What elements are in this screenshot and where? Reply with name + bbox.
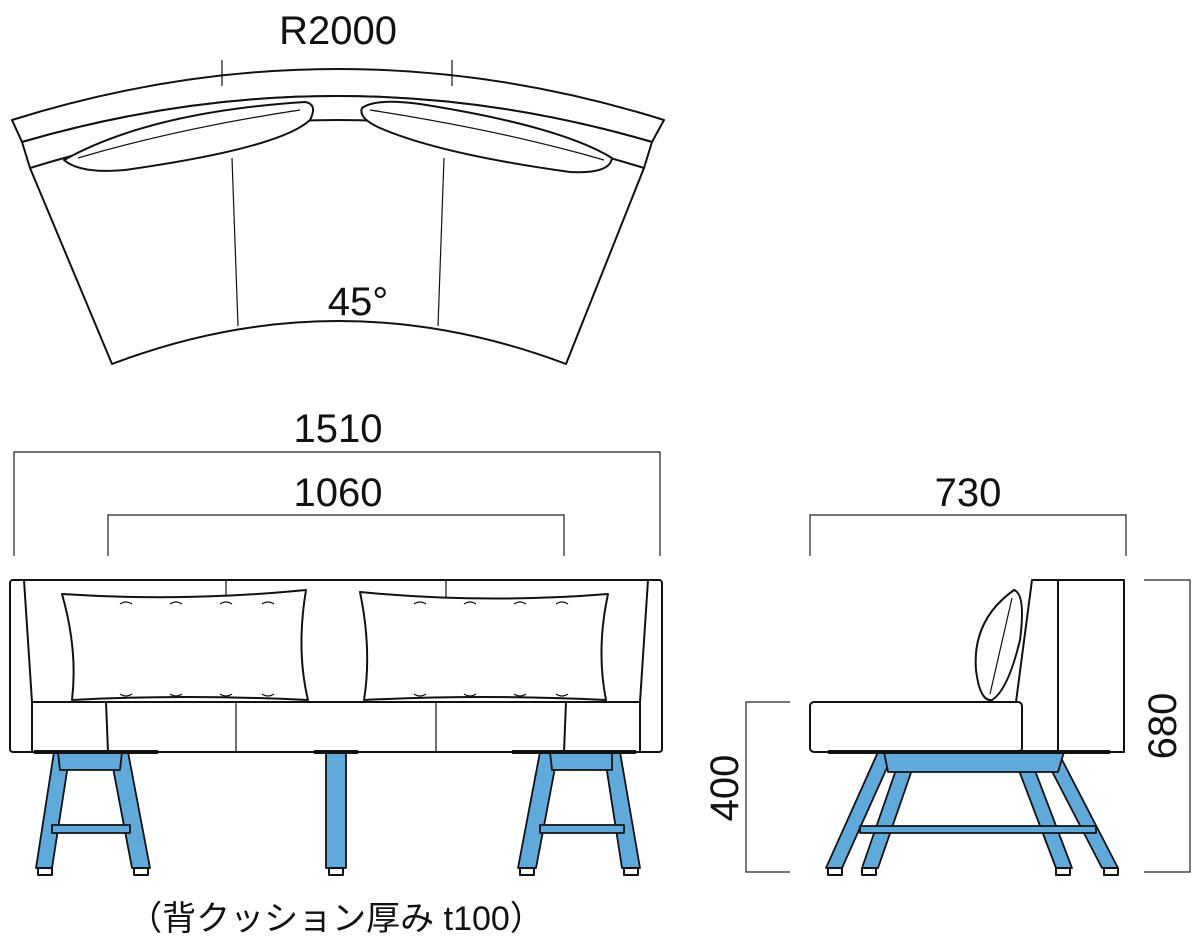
dimension-overall-width xyxy=(13,451,661,556)
top-divider-3 xyxy=(231,157,239,327)
dimension-depth xyxy=(809,514,1127,556)
cushion-caption: （背クッション厚み t100） xyxy=(128,900,544,938)
front-leg-left-top xyxy=(57,751,123,771)
side-pillow xyxy=(974,589,1023,702)
angle-label: 45° xyxy=(328,280,389,324)
front-base-plate-left xyxy=(34,750,158,754)
top-pillow-left xyxy=(63,101,315,172)
front-foot-4 xyxy=(519,867,535,876)
side-leg-top xyxy=(883,751,1065,773)
top-view-seat xyxy=(21,95,653,365)
dimension-seat-width xyxy=(107,514,565,556)
front-leg-center xyxy=(325,751,347,869)
front-view xyxy=(9,579,663,876)
side-pillow-seam xyxy=(989,597,1013,695)
front-leg-left-bar xyxy=(51,824,131,834)
side-foot-3 xyxy=(1055,867,1071,876)
front-foot-3 xyxy=(328,867,344,876)
front-foot-1 xyxy=(37,867,53,876)
side-view xyxy=(809,579,1125,876)
front-leg-right-bar xyxy=(539,824,625,834)
radius-label: R2000 xyxy=(279,9,397,53)
front-base-plate-center xyxy=(314,750,358,754)
front-foot-2 xyxy=(133,867,149,876)
side-back xyxy=(1015,579,1125,753)
total-height-label: 680 xyxy=(1141,693,1185,760)
top-pillow-right-seam xyxy=(369,109,605,161)
front-arm-left xyxy=(31,701,109,753)
side-base-plate xyxy=(828,750,1110,754)
side-seat xyxy=(809,701,1023,753)
top-view xyxy=(11,60,665,365)
front-back-panel xyxy=(23,579,649,703)
depth-label: 730 xyxy=(935,471,1002,515)
overall-width-label: 1510 xyxy=(294,407,383,451)
seat-width-label: 1060 xyxy=(294,471,383,515)
side-leg-bar xyxy=(859,825,1097,834)
side-foot-4 xyxy=(1103,867,1119,876)
front-leg-right-top xyxy=(549,751,613,771)
front-pillow-right xyxy=(359,591,609,701)
front-arm-right xyxy=(563,701,641,753)
top-divider-4 xyxy=(437,157,445,327)
front-foot-5 xyxy=(623,867,639,876)
top-pillow-left-seam xyxy=(77,109,301,159)
side-foot-2 xyxy=(861,867,877,876)
front-pillow-stitches xyxy=(119,601,569,697)
seat-height-label: 400 xyxy=(703,755,747,822)
dimension-total-height xyxy=(1144,579,1191,873)
front-pillow-left xyxy=(61,589,309,701)
side-foot-1 xyxy=(827,867,843,876)
front-base-plate-right xyxy=(512,750,636,754)
dimension-seat-height xyxy=(745,701,790,873)
